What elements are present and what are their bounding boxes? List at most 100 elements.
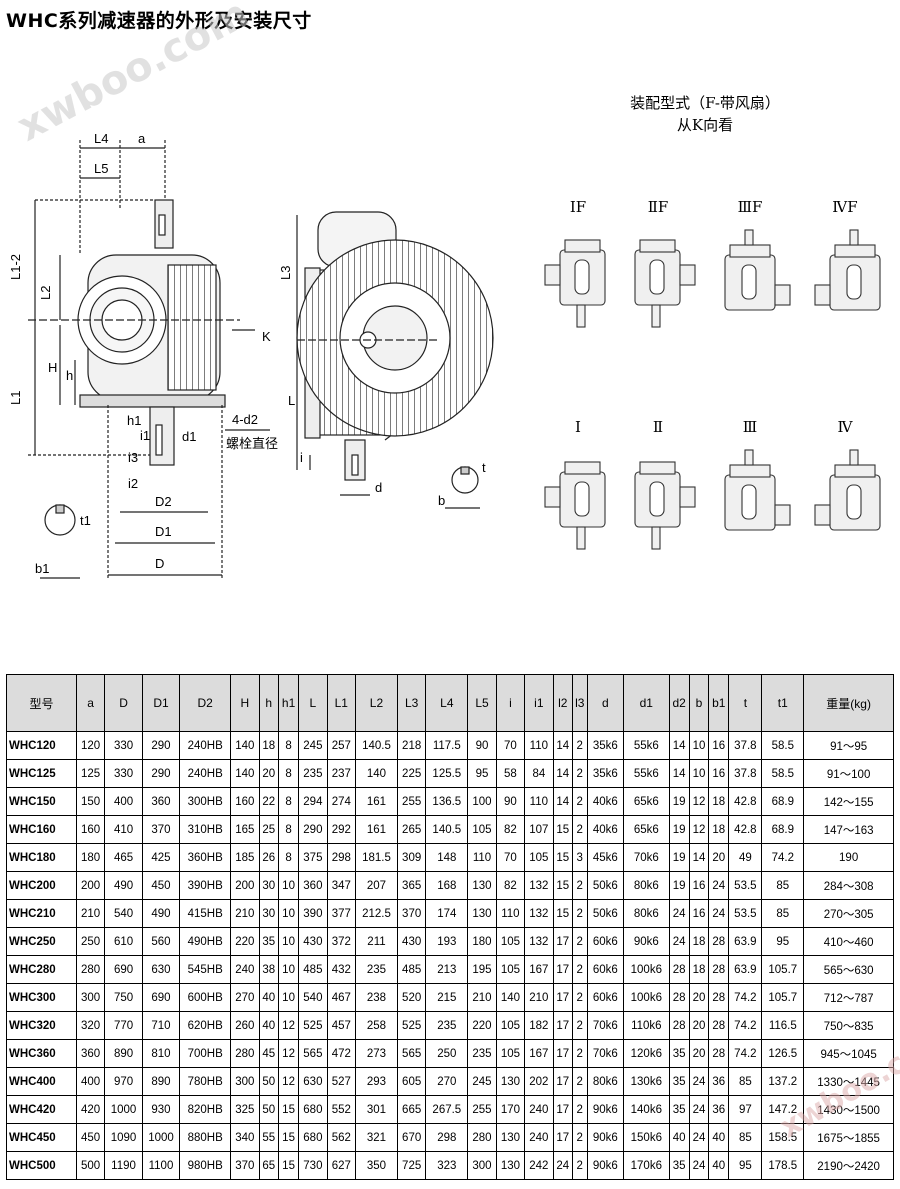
table-cell: 309 <box>396 843 427 872</box>
table-cell: 105 <box>495 927 526 956</box>
table-cell: 2190～2420 <box>803 1151 894 1180</box>
table-cell: 167 <box>524 1039 554 1068</box>
table-cell: 8 <box>277 815 300 844</box>
model-cell: WHC200 <box>6 871 77 900</box>
table-cell: 53.5 <box>728 899 763 928</box>
table-cell: 15 <box>277 1095 300 1124</box>
table-cell: 28 <box>708 1011 730 1040</box>
model-cell: WHC500 <box>6 1151 77 1180</box>
table-cell: 36 <box>708 1067 730 1096</box>
table-cell: 42.8 <box>728 787 763 816</box>
table-cell: 40 <box>708 1123 730 1152</box>
column-header: l3 <box>571 674 588 732</box>
table-cell: 95 <box>761 927 805 956</box>
table-cell: 60k6 <box>586 983 625 1012</box>
table-cell: 235 <box>425 1011 469 1040</box>
table-cell: 80k6 <box>623 899 670 928</box>
table-cell: 30 <box>258 899 279 928</box>
table-cell: 80k6 <box>586 1067 625 1096</box>
table-cell: 110 <box>524 787 554 816</box>
table-cell: 116.5 <box>761 1011 805 1040</box>
dim-i3: i3 <box>128 450 138 465</box>
table-cell: 300 <box>467 1151 497 1180</box>
table-cell: 35 <box>668 1067 690 1096</box>
dim-i-side: i <box>300 450 303 465</box>
table-cell: 400 <box>104 787 143 816</box>
table-cell: 45 <box>258 1039 279 1068</box>
table-cell: 17 <box>552 927 573 956</box>
table-cell: 320 <box>75 1011 106 1040</box>
table-cell: 107 <box>524 815 554 844</box>
table-cell: 820HB <box>179 1095 232 1124</box>
table-cell: 2 <box>571 815 588 844</box>
table-cell: 28 <box>708 927 730 956</box>
column-header: 型号 <box>6 674 77 732</box>
table-cell: 712～787 <box>803 983 894 1012</box>
table-cell: 14 <box>552 731 573 760</box>
table-cell: 680 <box>298 1123 328 1152</box>
table-cell: 20 <box>688 1039 710 1068</box>
table-cell: 14 <box>552 759 573 788</box>
table-cell: 35 <box>668 1095 690 1124</box>
table-cell: 16 <box>708 759 730 788</box>
table-cell: 25 <box>258 815 279 844</box>
table-cell: 400 <box>75 1067 106 1096</box>
column-header: L2 <box>355 674 398 732</box>
table-cell: 36 <box>708 1095 730 1124</box>
dim-h-upper: H <box>48 360 57 375</box>
technical-drawing: L4 a L5 L1-2 L2 K H L1 h h1 i1 d1 i3 i2 … <box>8 131 881 580</box>
table-cell: 105 <box>524 843 554 872</box>
table-cell: 140k6 <box>623 1095 670 1124</box>
table-cell: 181.5 <box>355 843 398 872</box>
table-cell: 91～100 <box>803 759 894 788</box>
dim-d1: d1 <box>182 429 196 444</box>
table-cell: 12 <box>277 1039 300 1068</box>
table-cell: 375 <box>298 843 328 872</box>
model-cell: WHC420 <box>6 1095 77 1124</box>
table-cell: 95 <box>467 759 497 788</box>
table-cell: 15 <box>552 871 573 900</box>
table-cell: 132 <box>524 899 554 928</box>
table-cell: 240 <box>230 955 260 984</box>
table-cell: 430 <box>298 927 328 956</box>
table-cell: 260 <box>230 1011 260 1040</box>
table-cell: 725 <box>396 1151 427 1180</box>
table-cell: 82 <box>495 871 526 900</box>
table-cell: 274 <box>326 787 357 816</box>
table-cell: 8 <box>277 759 300 788</box>
table-cell: 560 <box>141 927 181 956</box>
model-cell: WHC160 <box>6 815 77 844</box>
table-cell: 18 <box>708 815 730 844</box>
table-cell: 210 <box>467 983 497 1012</box>
table-cell: 1430～1500 <box>803 1095 894 1124</box>
table-cell: 690 <box>141 983 181 1012</box>
table-cell: 137.2 <box>761 1067 805 1096</box>
table-cell: 565 <box>396 1039 427 1068</box>
bolt-diameter-label: 螺栓直径 <box>226 436 278 451</box>
table-cell: 70k6 <box>586 1011 625 1040</box>
table-cell: 125.5 <box>425 759 469 788</box>
table-cell: 37.8 <box>728 759 763 788</box>
table-cell: 19 <box>668 871 690 900</box>
label-1f: ⅠF <box>569 198 587 216</box>
table-cell: 74.2 <box>728 1039 763 1068</box>
table-cell: 210 <box>230 899 260 928</box>
table-cell: 147～163 <box>803 815 894 844</box>
table-cell: 105 <box>495 955 526 984</box>
column-header: t1 <box>761 674 805 732</box>
table-cell: 70k6 <box>586 1039 625 1068</box>
table-cell: 2 <box>571 759 588 788</box>
label-4f: ⅣF <box>832 198 858 216</box>
table-cell: 91～95 <box>803 731 894 760</box>
table-cell: 110k6 <box>623 1011 670 1040</box>
table-cell: 130k6 <box>623 1067 670 1096</box>
table-cell: 20 <box>708 843 730 872</box>
table-cell: 360 <box>298 871 328 900</box>
table-cell: 16 <box>708 731 730 760</box>
table-cell: 182 <box>524 1011 554 1040</box>
table-cell: 140 <box>230 731 260 760</box>
table-cell: 17 <box>552 1123 573 1152</box>
